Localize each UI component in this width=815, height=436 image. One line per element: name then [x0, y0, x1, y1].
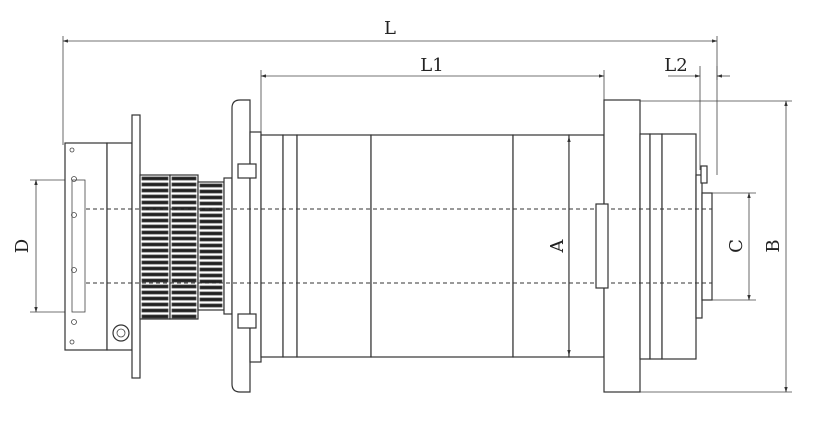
gear-tooth [199, 261, 223, 266]
gear-tooth [171, 290, 197, 295]
gear-tooth [141, 194, 169, 199]
gear-tooth [141, 176, 169, 181]
gear-tooth [141, 314, 169, 319]
gear-tooth [171, 278, 197, 283]
gear-tooth [199, 249, 223, 254]
gear-tooth [171, 248, 197, 253]
gear-tooth [141, 236, 169, 241]
centre-lines [86, 203, 712, 289]
gear-tooth [171, 302, 197, 307]
gear-tooth [141, 200, 169, 205]
gear-tooth [171, 266, 197, 271]
label-L1: L1 [420, 55, 443, 76]
gear-tooth [171, 218, 197, 223]
gear-tooth [141, 290, 169, 295]
gear-tooth [171, 230, 197, 235]
gear-tooth [199, 303, 223, 308]
gear-tooth [199, 189, 223, 194]
gear-tooth [171, 182, 197, 187]
gear-tooth [199, 225, 223, 230]
gear-tooth [199, 279, 223, 284]
gear-tooth [199, 195, 223, 200]
gear-tooth [199, 285, 223, 290]
gear-tooth [141, 302, 169, 307]
gear-tooth [171, 296, 197, 301]
gear-tooth [141, 254, 169, 259]
gear-tooth [141, 182, 169, 187]
gear-tooth [199, 291, 223, 296]
gear-tooth [171, 308, 197, 313]
gear-tooth [199, 255, 223, 260]
bolt-head [112, 324, 130, 342]
front-flange [231, 99, 262, 393]
gear-tooth [171, 194, 197, 199]
gear-tooth [171, 260, 197, 265]
dimension-C: C [712, 192, 756, 301]
gear-tooth [171, 224, 197, 229]
gear-tooth [171, 272, 197, 277]
gear-tooth [171, 212, 197, 217]
label-L2: L2 [664, 55, 687, 76]
gear-tooth [141, 284, 169, 289]
gear-tooth [171, 176, 197, 181]
gear-tooth [141, 212, 169, 217]
gear-tooth [199, 183, 223, 188]
gear-tooth [171, 236, 197, 241]
dimension-L1: L1 [260, 55, 605, 132]
gear-tooth [199, 207, 223, 212]
gear-tooth [199, 201, 223, 206]
gear-tooth [141, 266, 169, 271]
gear-tooth [199, 231, 223, 236]
gear-tooth [199, 273, 223, 278]
label-B: B [763, 239, 784, 252]
gear-tooth [141, 188, 169, 193]
gear-tooth [141, 230, 169, 235]
rear-mount-plate [64, 114, 141, 379]
gear-tooth [141, 272, 169, 277]
motor-end-housing [603, 99, 713, 393]
gear-tooth [171, 314, 197, 319]
gear-tooth [141, 260, 169, 265]
gear-tooth [171, 242, 197, 247]
spindle-housing: A [260, 134, 605, 358]
gear-tooth [171, 254, 197, 259]
dimension-L2: L2 [664, 55, 730, 170]
gear-pair [139, 174, 233, 320]
gear-tooth [199, 237, 223, 242]
gear-tooth [171, 284, 197, 289]
gear-tooth [141, 248, 169, 253]
gear-tooth [141, 278, 169, 283]
dimension-B: B [640, 100, 792, 393]
gear-tooth [199, 213, 223, 218]
gear-tooth [141, 218, 169, 223]
gear-tooth [141, 242, 169, 247]
gear-tooth [141, 296, 169, 301]
gear-tooth [199, 267, 223, 272]
label-A: A [547, 239, 568, 254]
gear-tooth [199, 243, 223, 248]
label-C: C [726, 239, 747, 253]
label-L: L [384, 18, 396, 39]
label-D: D [12, 239, 33, 253]
gear-tooth [141, 224, 169, 229]
gear-tooth [171, 200, 197, 205]
gear-tooth [199, 219, 223, 224]
gear-tooth [141, 308, 169, 313]
dimension-L: L [62, 18, 718, 175]
gear-tooth [199, 297, 223, 302]
gear-tooth [171, 188, 197, 193]
